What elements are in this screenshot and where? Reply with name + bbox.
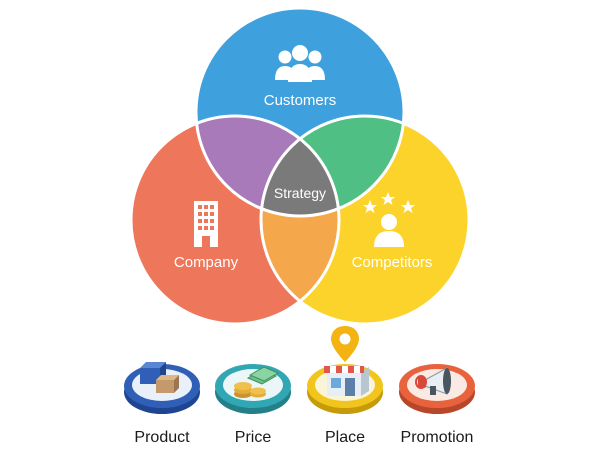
competitors-label: Competitors [352,254,433,271]
people-icon [275,45,325,82]
building-icon [194,201,218,247]
coins-money-icon [234,366,280,398]
company-label: Company [174,254,239,271]
promotion-label: Promotion [401,429,474,446]
strategy-label: Strategy [274,185,326,201]
tile-place [307,326,383,414]
overlap-center [261,116,339,216]
tile-product [124,362,200,414]
store-location-icon [324,326,369,396]
customers-label: Customers [264,92,337,109]
price-label: Price [235,429,272,446]
tile-promotion [399,364,475,414]
megaphone-icon [415,367,451,395]
tile-price [215,364,291,414]
product-label: Product [134,429,190,446]
person-stars-icon [363,192,415,247]
product-boxes-icon [140,362,179,393]
place-label: Place [325,429,365,446]
